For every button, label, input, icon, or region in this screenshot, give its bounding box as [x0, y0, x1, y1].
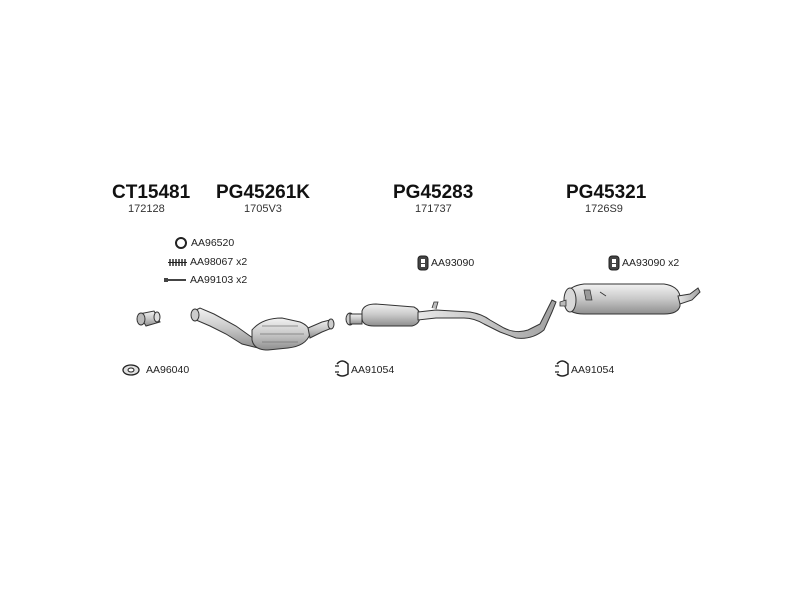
section-code-4: PG45321: [566, 182, 647, 203]
middle-silencer: [345, 299, 557, 339]
bolt-icon: [164, 278, 186, 282]
part-label-bolt: AA99103 x2: [190, 274, 248, 286]
part-label-rear-clamp: AA91054: [571, 364, 615, 376]
middle-clamp-icon: [335, 360, 349, 377]
section-code-2: PG45261K: [216, 182, 311, 203]
rear-clamp-icon: [555, 360, 569, 377]
rear-hanger-icon: [608, 255, 620, 271]
section-code-3: PG45283: [393, 182, 474, 203]
front-gasket-icon: [122, 364, 140, 376]
part-label-rear-hanger: AA93090 x2: [622, 257, 680, 269]
section-sub-1: 172128: [128, 203, 165, 215]
section-sub-4: 1726S9: [585, 203, 623, 215]
part-label-spring: AA98067 x2: [190, 256, 248, 268]
catalytic-converter: [190, 307, 335, 351]
part-label-front-gasket: AA96040: [146, 364, 190, 376]
section-sub-2: 1705V3: [244, 203, 282, 215]
section-sub-3: 171737: [415, 203, 452, 215]
section-code-1: CT15481: [112, 182, 191, 203]
part-label-middle-hanger: AA93090: [431, 257, 475, 269]
part-label-ring: AA96520: [191, 237, 235, 249]
part-label-middle-clamp: AA91054: [351, 364, 395, 376]
rear-silencer: [559, 283, 701, 315]
front-pipe-section: [136, 310, 161, 327]
middle-hanger-icon: [417, 255, 429, 271]
ring-icon: [175, 237, 187, 249]
spring-icon: [168, 259, 187, 266]
